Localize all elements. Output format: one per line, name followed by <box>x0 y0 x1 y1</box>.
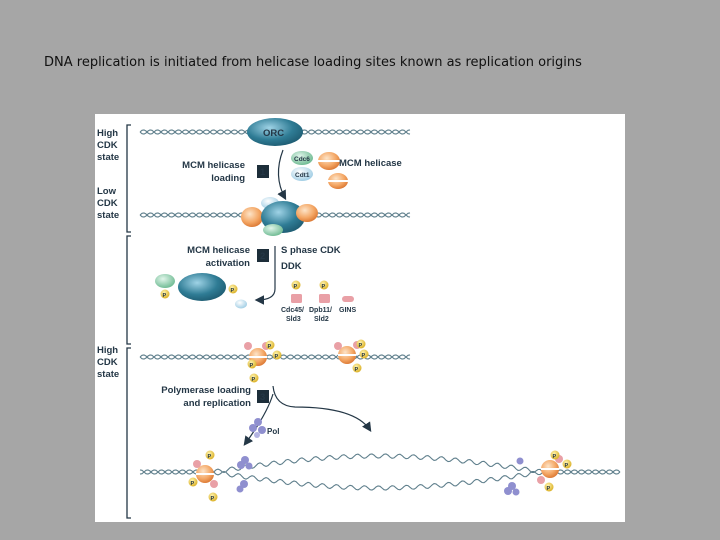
fork-right: P P P <box>504 450 572 496</box>
step-1: MCM helicase loading 1 <box>182 160 269 184</box>
s-phase-cdk-label: S phase CDK <box>281 245 341 256</box>
dpb11-sld2-factor: P Dpb11/ Sld2 <box>309 280 332 323</box>
step-2: MCM helicase activation 2 <box>187 245 269 269</box>
svg-text:High: High <box>97 128 118 139</box>
step-2-arrow <box>254 246 276 305</box>
orc-complex: ORC <box>247 118 303 146</box>
mcm-helicase-label: MCM helicase <box>339 158 402 169</box>
svg-text:ORC: ORC <box>263 128 284 139</box>
svg-text:P: P <box>211 496 215 502</box>
state-bracket-low <box>126 235 131 345</box>
svg-text:P: P <box>191 481 195 487</box>
ddk-label: DDK <box>281 261 302 272</box>
mcm-helicase-icon <box>318 152 348 189</box>
svg-text:and replication: and replication <box>183 398 251 409</box>
dna-strand-4 <box>139 453 621 491</box>
released-orc <box>178 273 226 301</box>
svg-text:Polymerase loading: Polymerase loading <box>161 385 251 396</box>
gins-factor: GINS <box>339 296 356 314</box>
svg-text:1: 1 <box>260 167 266 178</box>
svg-text:P: P <box>268 344 272 350</box>
svg-text:CDK: CDK <box>97 140 118 151</box>
svg-text:Cdc45/: Cdc45/ <box>281 307 304 314</box>
svg-text:MCM helicase: MCM helicase <box>187 245 250 256</box>
released-cdt1: P <box>228 284 247 309</box>
state-bracket-high-2 <box>126 347 131 519</box>
svg-text:P: P <box>359 343 363 349</box>
svg-text:P: P <box>163 293 167 299</box>
fork-left: P P P <box>188 450 253 502</box>
svg-text:CDK: CDK <box>97 198 118 209</box>
svg-text:GINS: GINS <box>339 307 356 314</box>
step-3: Polymerase loading and replication 3 <box>161 385 269 409</box>
cmg-right: P P P <box>334 339 369 373</box>
polymerase-label: Pol <box>267 427 279 436</box>
state-bracket-high-1 <box>126 124 131 233</box>
svg-text:P: P <box>553 454 557 460</box>
svg-text:P: P <box>208 454 212 460</box>
svg-text:P: P <box>547 486 551 492</box>
cmg-left: P P P P <box>244 340 282 383</box>
polymerase-icon <box>249 418 266 438</box>
svg-text:P: P <box>252 377 256 383</box>
svg-text:state: state <box>97 369 119 380</box>
figure-panel: High CDK state Low CDK state High CDK st… <box>95 114 625 522</box>
svg-text:2: 2 <box>260 251 265 262</box>
svg-text:state: state <box>97 210 119 221</box>
svg-text:Sld2: Sld2 <box>314 316 329 323</box>
svg-text:CDK: CDK <box>97 357 118 368</box>
state-label-low: Low CDK state <box>97 186 119 221</box>
cdt1-protein: Cdt1 <box>291 167 313 181</box>
svg-text:Low: Low <box>97 186 117 197</box>
svg-text:P: P <box>275 354 279 360</box>
svg-text:3: 3 <box>260 392 265 403</box>
svg-text:Cdc6: Cdc6 <box>294 156 310 163</box>
state-label-high-1: High CDK state <box>97 128 119 163</box>
step-3-arrow-right <box>272 385 372 433</box>
cdc6-protein: Cdc6 <box>291 151 313 165</box>
svg-text:High: High <box>97 345 118 356</box>
svg-text:P: P <box>294 284 298 290</box>
svg-text:Dpb11/: Dpb11/ <box>309 307 332 314</box>
replication-diagram: High CDK state Low CDK state High CDK st… <box>97 118 621 519</box>
slide-caption: DNA replication is initiated from helica… <box>44 55 582 70</box>
svg-text:P: P <box>565 463 569 469</box>
svg-text:activation: activation <box>206 258 251 269</box>
svg-text:loading: loading <box>211 173 245 184</box>
cdc45-sld3-factor: P Cdc45/ Sld3 <box>281 280 304 323</box>
state-label-high-2: High CDK state <box>97 345 119 380</box>
svg-text:Sld3: Sld3 <box>286 316 301 323</box>
svg-text:state: state <box>97 152 119 163</box>
svg-text:MCM helicase: MCM helicase <box>182 160 245 171</box>
svg-text:Cdt1: Cdt1 <box>295 172 310 179</box>
svg-text:P: P <box>355 367 359 373</box>
svg-text:P: P <box>250 363 254 369</box>
svg-text:P: P <box>362 353 366 359</box>
step-3-arrow-left <box>243 393 274 446</box>
released-cdc6: P <box>155 274 175 299</box>
pre-rc-complex <box>241 197 318 236</box>
svg-text:P: P <box>322 284 326 290</box>
step-1-arrow <box>277 149 287 201</box>
svg-text:P: P <box>231 288 235 294</box>
